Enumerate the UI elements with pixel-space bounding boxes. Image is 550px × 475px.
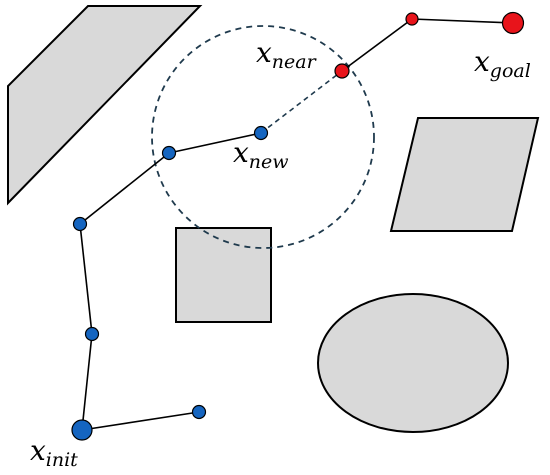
label-x-new-main: x — [233, 136, 249, 169]
edge-node2-to-node3 — [79, 223, 93, 335]
edge-new-to-near-dashed — [260, 70, 343, 134]
edge-init-branch — [81, 411, 200, 431]
node-branch-end — [191, 404, 207, 420]
edge-mid-to-goal — [411, 18, 514, 24]
node-4 — [161, 145, 177, 161]
node-mid-red — [405, 12, 419, 26]
edge-init-to-node2 — [81, 333, 93, 431]
label-x-new-sub: new — [249, 151, 289, 173]
edge-near-to-mid — [341, 18, 413, 72]
label-x-new: xnew — [233, 136, 289, 173]
obstacle-top-left — [7, 5, 203, 206]
node-init — [71, 419, 93, 441]
label-x-goal-main: x — [474, 45, 490, 78]
label-x-goal-sub: goal — [490, 60, 531, 82]
node-near — [334, 63, 350, 79]
label-x-init-main: x — [30, 434, 46, 467]
label-x-init: xinit — [30, 434, 78, 471]
node-goal — [501, 11, 525, 35]
obstacle-right-parallelogram — [389, 117, 540, 232]
edge-node3-to-node4 — [79, 152, 170, 225]
obstacle-square — [175, 227, 272, 323]
edge-node4-to-new — [168, 132, 262, 154]
obstacle-ellipse — [317, 293, 509, 433]
search-radius-circle — [151, 25, 375, 249]
node-new — [253, 125, 269, 141]
label-x-goal: xgoal — [474, 45, 531, 82]
label-x-near-sub: near — [272, 51, 318, 73]
node-3 — [72, 216, 88, 232]
label-x-near: xnear — [256, 36, 318, 73]
node-2 — [84, 326, 100, 342]
label-x-near-main: x — [256, 36, 272, 69]
label-x-init-sub: init — [46, 449, 78, 471]
